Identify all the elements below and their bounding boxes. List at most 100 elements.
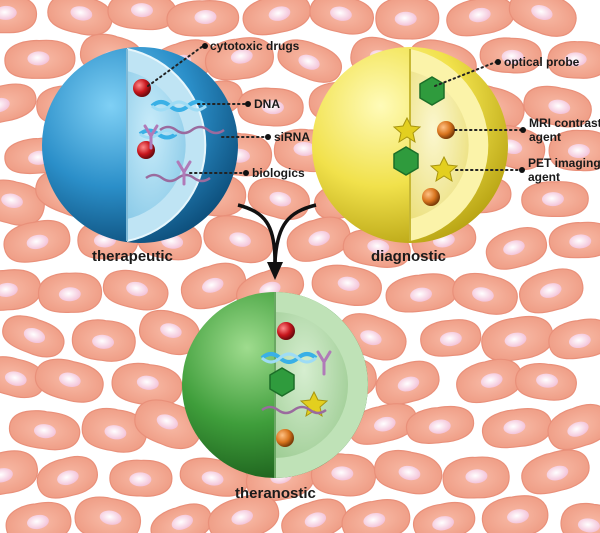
cell-nucleus xyxy=(201,471,224,486)
label-optical-probe: optical probe xyxy=(504,55,580,69)
tissue-cell xyxy=(375,0,440,40)
cell-nucleus xyxy=(360,330,382,346)
tissue-cell xyxy=(286,216,351,262)
tissue-cell xyxy=(5,501,72,533)
tissue-cell xyxy=(311,264,382,306)
label-biologics: biologics xyxy=(252,166,305,180)
cell-nucleus xyxy=(1,193,23,208)
cell-nucleus xyxy=(261,100,284,115)
cell-nucleus xyxy=(569,234,592,249)
tissue-cell xyxy=(107,0,177,31)
cell-nucleus xyxy=(503,240,525,256)
tissue-cell xyxy=(446,0,515,37)
cell-nucleus xyxy=(231,510,253,525)
tissue-cell xyxy=(205,37,274,81)
cell-nucleus xyxy=(330,6,352,21)
label-dna: DNA xyxy=(254,97,280,111)
cell-nucleus xyxy=(503,419,526,435)
cell-nucleus xyxy=(4,371,27,386)
tissue-cell xyxy=(102,269,169,311)
pet-agent-star xyxy=(429,155,459,183)
cell-nucleus xyxy=(541,192,564,207)
cell-nucleus xyxy=(374,416,396,432)
tissue-cell xyxy=(515,362,577,401)
cell-nucleus xyxy=(465,469,488,484)
tissue-cell xyxy=(36,455,98,499)
theranostic-nanoparticle xyxy=(182,292,368,478)
tissue-cell xyxy=(547,403,600,451)
tissue-cell xyxy=(413,501,476,533)
tissue-cell xyxy=(109,459,173,497)
tissue-cell xyxy=(0,83,37,125)
label-pet-imaging: PET imaging xyxy=(528,156,600,170)
cell-nucleus xyxy=(363,513,386,528)
cell-nucleus xyxy=(568,333,591,349)
label-mri-agent: agent xyxy=(529,130,561,144)
tissue-cell xyxy=(34,358,104,403)
cell-nucleus xyxy=(0,468,13,483)
optical-probe-hexagon xyxy=(419,76,445,106)
cell-nucleus xyxy=(126,281,148,297)
label-mri-contrast: MRI contrast xyxy=(529,116,600,130)
cell-nucleus xyxy=(564,52,587,67)
cell-nucleus xyxy=(337,276,360,291)
cell-nucleus xyxy=(160,323,182,338)
cell-nucleus xyxy=(130,3,153,18)
tissue-cell xyxy=(111,362,183,407)
merge-arrow xyxy=(237,203,317,280)
tissue-cell xyxy=(0,269,42,311)
tissue-cell xyxy=(71,319,136,362)
mri-agent-particle xyxy=(276,429,294,447)
cell-nucleus xyxy=(58,287,81,302)
cell-nucleus xyxy=(104,425,127,440)
optical-probe-hexagon xyxy=(393,146,419,176)
tissue-cell xyxy=(237,87,304,127)
cell-nucleus xyxy=(58,372,81,388)
tissue-cell xyxy=(242,0,311,36)
cell-nucleus xyxy=(504,332,527,347)
tissue-cell xyxy=(547,40,600,79)
tissue-cell xyxy=(442,456,510,499)
antibody-biologic xyxy=(316,350,332,376)
optical-probe-hexagon xyxy=(269,367,295,397)
cell-nucleus xyxy=(531,5,553,21)
cell-nucleus xyxy=(0,282,18,297)
cell-nucleus xyxy=(394,11,417,26)
therapeutic-leader-lines xyxy=(147,43,271,176)
tissue-cell xyxy=(37,272,103,313)
tissue-cell xyxy=(523,85,592,128)
tissue-cell xyxy=(207,494,280,533)
label-sirna: siRNA xyxy=(274,130,310,144)
dna-strand xyxy=(260,352,318,364)
mri-agent-particle xyxy=(422,188,440,206)
tissue-cell xyxy=(341,499,411,533)
cell-nucleus xyxy=(230,49,253,64)
cell-nucleus xyxy=(298,54,320,70)
title-therapeutic: therapeutic xyxy=(92,248,173,265)
label-pet-agent: agent xyxy=(528,170,560,184)
dna-strand xyxy=(150,100,208,112)
tissue-cell xyxy=(2,315,65,358)
tissue-cell xyxy=(4,39,76,79)
cell-nucleus xyxy=(536,373,559,388)
cell-nucleus xyxy=(428,419,451,434)
tissue-cell xyxy=(8,410,81,451)
cell-nucleus xyxy=(501,49,524,64)
cell-nucleus xyxy=(26,234,49,250)
cell-nucleus xyxy=(432,516,454,531)
cell-nucleus xyxy=(567,144,590,159)
tissue-cell xyxy=(485,227,548,270)
cell-nucleus xyxy=(439,331,462,347)
tissue-cell xyxy=(180,262,247,310)
tissue-cell xyxy=(521,181,589,218)
cell-nucleus xyxy=(0,97,10,113)
tissue-cell xyxy=(548,318,600,360)
cell-nucleus xyxy=(397,376,420,392)
tissue-cell xyxy=(348,403,418,445)
tissue-cell xyxy=(166,0,240,37)
tissue-cell xyxy=(375,360,440,406)
tissue-cell xyxy=(0,450,38,496)
cell-nucleus xyxy=(410,287,432,302)
cell-nucleus xyxy=(367,239,390,254)
cell-nucleus xyxy=(70,6,93,21)
